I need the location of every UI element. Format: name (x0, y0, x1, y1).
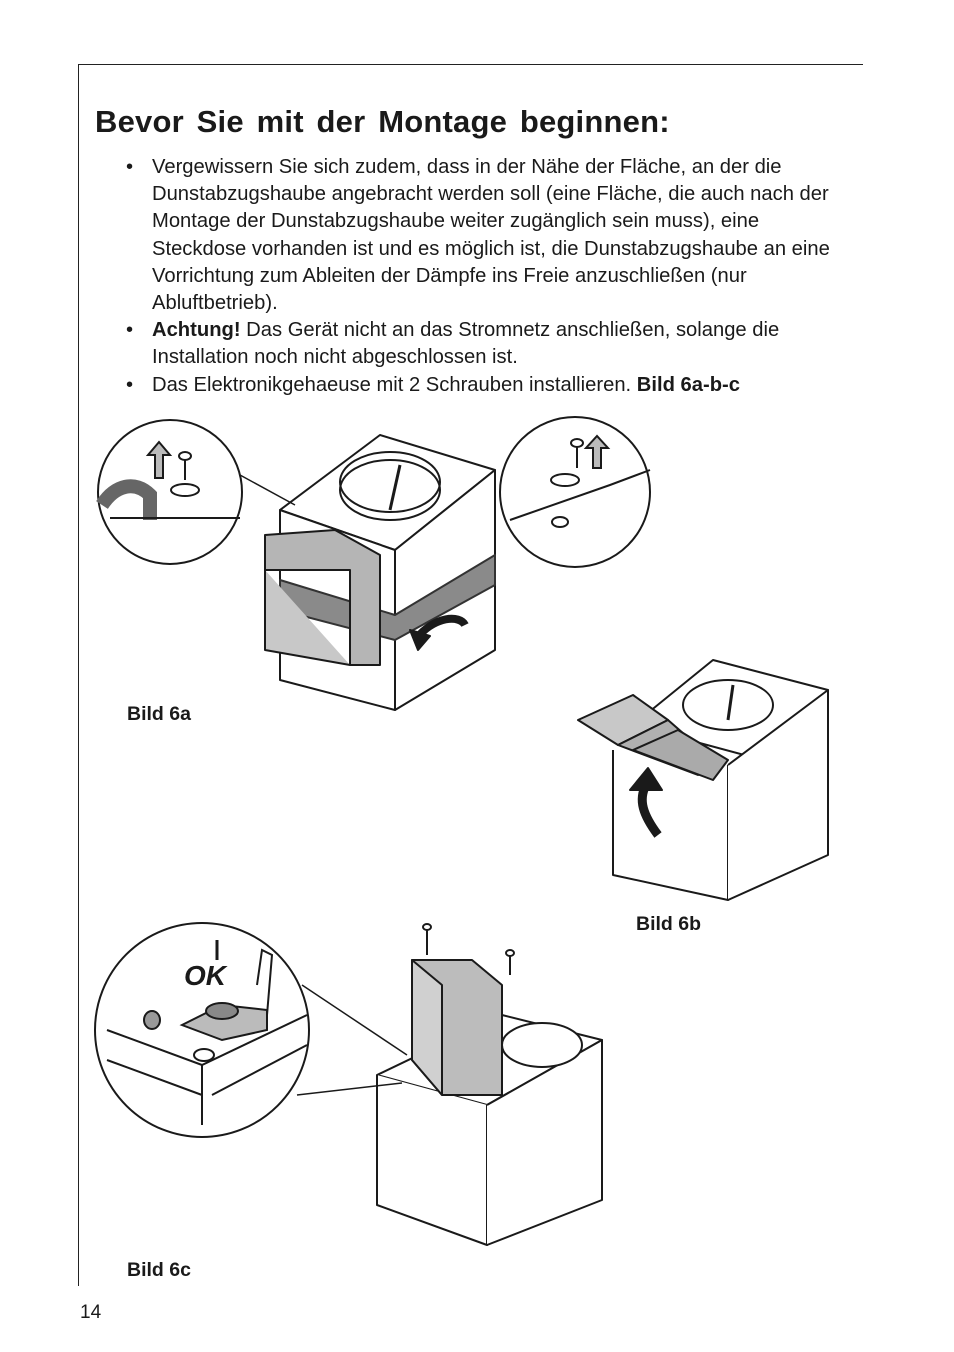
figure-6a-caption: Bild 6a (127, 703, 191, 725)
figure-6c-illustration: OK (94, 922, 603, 1246)
page-frame-left-rule (78, 64, 79, 1286)
figure-6b-caption: Bild 6b (636, 913, 702, 935)
page-title: Bevor Sie mit der Montage beginnen: (95, 104, 670, 139)
page-frame-top-rule (78, 64, 863, 65)
list-item-text: Das Gerät nicht an das Stromnetz anschli… (152, 319, 780, 369)
list-item-strong-end: Bild 6a-b-c (636, 373, 740, 396)
list-item: Achtung! Das Gerät nicht an das Stromnet… (122, 317, 837, 371)
list-item-text: Vergewissern Sie sich zudem, dass in der… (152, 156, 830, 315)
list-item-text: Das Elektronikgehaeuse mit 2 Schrauben i… (152, 373, 637, 396)
figure-6c-caption: Bild 6c (127, 1259, 191, 1281)
figure-6a-illustration (96, 416, 651, 711)
figure-6c-ok-label: OK (184, 960, 228, 991)
list-item: Vergewissern Sie sich zudem, dass in der… (122, 154, 837, 317)
instruction-list: Vergewissern Sie sich zudem, dass in der… (122, 154, 837, 399)
list-item-strong: Achtung! (152, 319, 241, 342)
list-item: Das Elektronikgehaeuse mit 2 Schrauben i… (122, 372, 837, 399)
page-number: 14 (80, 1302, 102, 1323)
figure-6b-illustration (577, 659, 829, 901)
